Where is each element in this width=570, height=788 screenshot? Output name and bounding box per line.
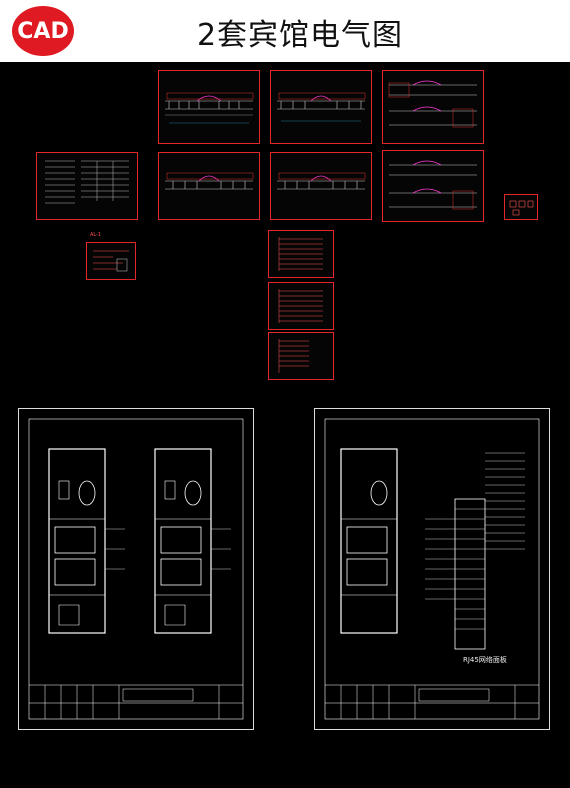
rj45-label: RJ45网络面板 xyxy=(463,656,507,664)
floor-plan-drawing xyxy=(389,160,477,210)
cad-badge: CAD xyxy=(12,6,74,56)
distribution-box-sheet xyxy=(86,242,136,280)
floor-plan-sheet-3 xyxy=(382,70,484,144)
floor-plan-sheet-2 xyxy=(270,70,372,144)
floor-plan-sheet-5 xyxy=(270,152,372,220)
detail-drawing xyxy=(509,200,534,216)
room-plan-drawing xyxy=(324,418,540,720)
floor-plan-drawing xyxy=(277,92,366,122)
room-plan-drawing xyxy=(28,418,244,720)
small-sheet-caption: AL-1 xyxy=(90,232,102,238)
floor-plan-sheet-6 xyxy=(382,150,484,222)
floor-plan-sheet-1 xyxy=(158,70,260,144)
detail-sheet-small xyxy=(504,194,538,220)
system-diagram-drawing xyxy=(278,339,309,373)
cad-canvas: AL-1 xyxy=(0,62,570,788)
floor-plan-drawing xyxy=(165,172,254,190)
distribution-box-drawing xyxy=(93,250,129,272)
floor-plan-drawing xyxy=(165,92,254,124)
floor-plan-drawing xyxy=(277,172,366,190)
room-plan-sheet-right: RJ45网络面板 xyxy=(314,408,550,730)
legend-table-sheet xyxy=(36,152,138,220)
page-header: CAD 2套宾馆电气图 xyxy=(0,0,570,62)
room-plan-sheet-left xyxy=(18,408,254,730)
system-diagram-drawing xyxy=(278,237,323,271)
floor-plan-sheet-4 xyxy=(158,152,260,220)
system-diagram-drawing xyxy=(278,289,323,323)
system-diagram-sheet-1 xyxy=(268,230,334,278)
system-diagram-sheet-3 xyxy=(268,332,334,380)
floor-plan-drawing xyxy=(388,80,477,128)
system-diagram-sheet-2 xyxy=(268,282,334,330)
legend-table-drawing xyxy=(45,160,129,204)
page-title: 2套宾馆电气图 xyxy=(196,18,404,53)
